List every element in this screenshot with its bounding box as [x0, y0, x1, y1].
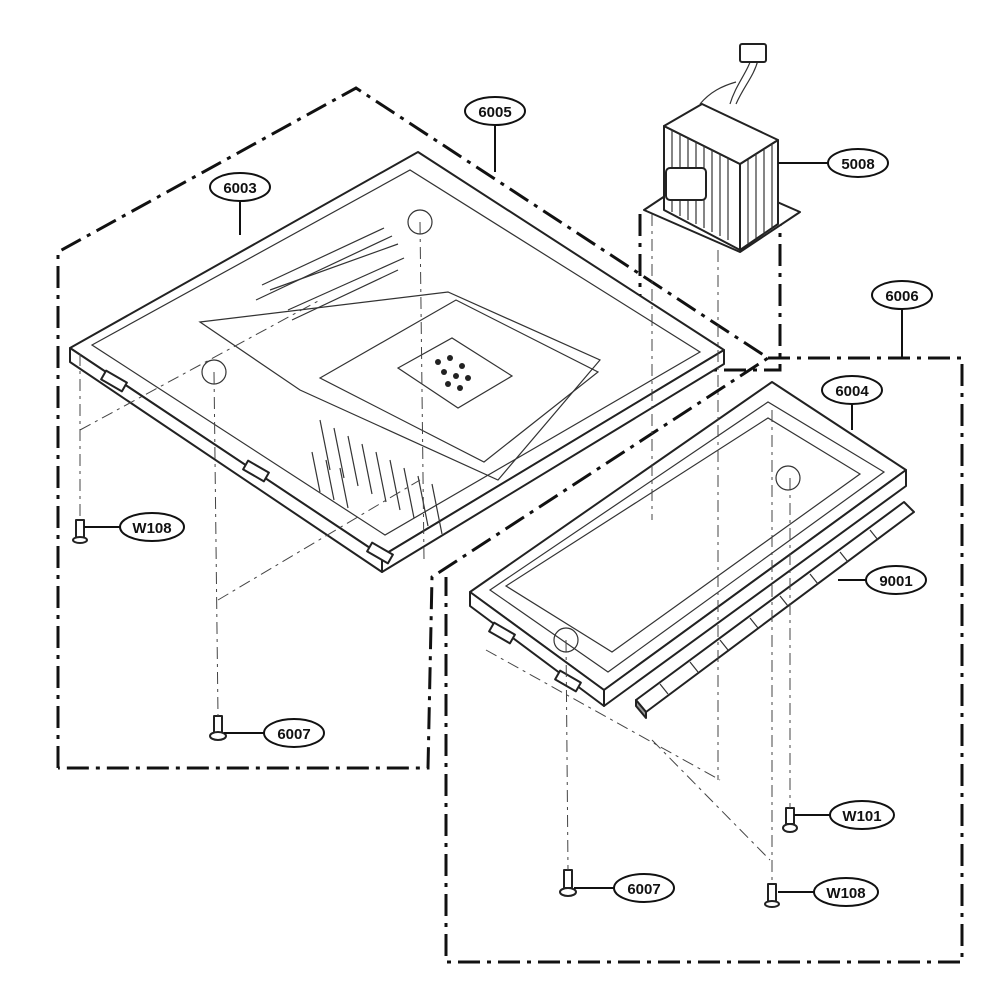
screw-w108-right	[764, 883, 780, 908]
vent-fins-bottom	[311, 419, 443, 535]
callout-6007-right[interactable]: 6007	[613, 873, 675, 903]
filter-ribs	[659, 529, 879, 695]
callout-6005[interactable]: 6005	[464, 96, 526, 126]
callout-5008[interactable]: 5008	[827, 148, 889, 178]
transformer	[643, 43, 801, 253]
leader-lines	[84, 124, 903, 893]
callout-w108-right-text: W108	[826, 885, 865, 902]
hole-pattern	[435, 355, 471, 391]
assembly-guide-lines	[79, 214, 791, 884]
screw-w101	[782, 807, 798, 833]
filter-strip	[635, 501, 915, 719]
callout-w108-left-text: W108	[132, 520, 171, 537]
callout-6007-left[interactable]: 6007	[263, 718, 325, 748]
base-plate-small	[469, 381, 907, 707]
callout-6003[interactable]: 6003	[209, 172, 271, 202]
callout-6005-text: 6005	[478, 104, 511, 121]
assembly-boundary-left	[56, 86, 771, 770]
assembly-boundary-right	[444, 356, 964, 964]
connector-plug	[739, 43, 767, 63]
callout-6003-text: 6003	[223, 180, 256, 197]
callout-w101[interactable]: W101	[829, 800, 895, 830]
callout-6006-text: 6006	[885, 288, 918, 305]
screw-w108-left	[72, 519, 88, 544]
callout-w101-text: W101	[842, 808, 881, 825]
callout-w108-right[interactable]: W108	[813, 877, 879, 907]
callout-6007-left-text: 6007	[277, 726, 310, 743]
screw-6007-left	[209, 715, 227, 741]
callout-5008-text: 5008	[841, 156, 874, 173]
callout-6004-text: 6004	[835, 383, 869, 400]
base-plate-large	[69, 151, 725, 573]
assembly-boundary-transformer	[638, 214, 782, 372]
screw-6007-right	[559, 869, 577, 897]
callout-9001-text: 9001	[879, 573, 912, 590]
callout-6007-right-text: 6007	[627, 881, 660, 898]
callout-9001[interactable]: 9001	[865, 565, 927, 595]
vent-holes-top	[255, 227, 405, 321]
callout-6006[interactable]: 6006	[871, 280, 933, 310]
callout-6004[interactable]: 6004	[821, 375, 883, 405]
callout-w108-left[interactable]: W108	[119, 512, 185, 542]
